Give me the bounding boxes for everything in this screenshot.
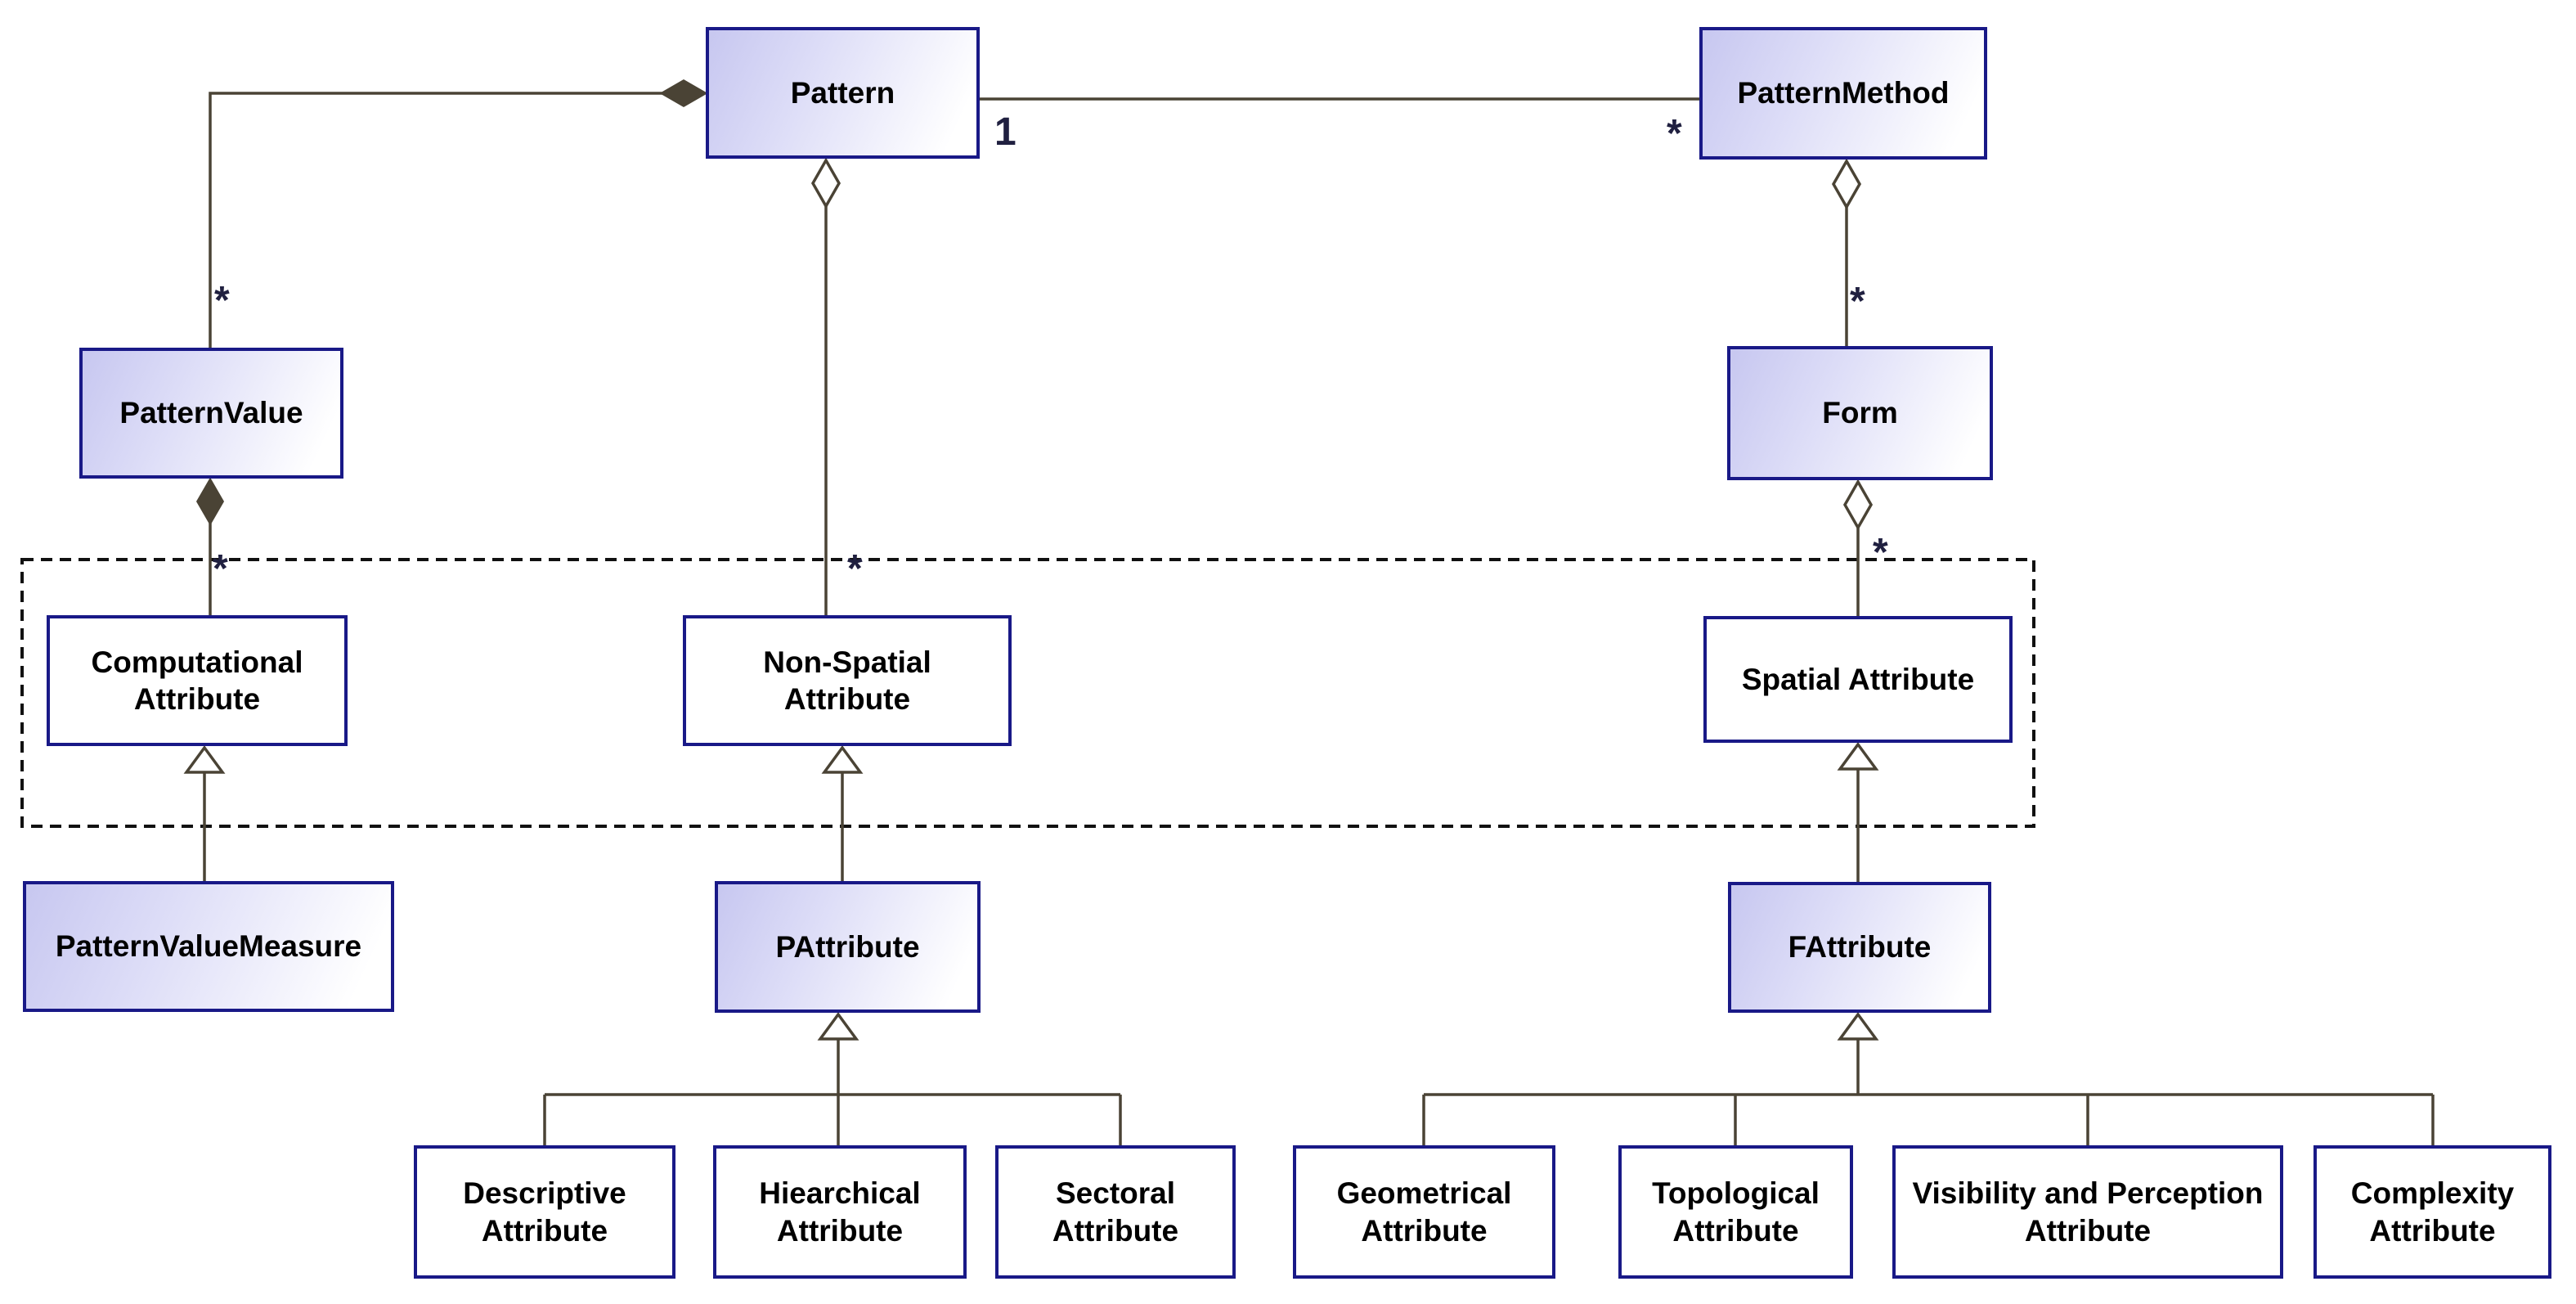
generalization-pattribute-nonspatial (821, 745, 864, 881)
aggregation-diamond-icon (810, 157, 841, 209)
class-box-patternvalue: PatternValue (79, 348, 343, 479)
class-name: Descriptive Attribute (463, 1176, 626, 1248)
class-box-spatial-attribute: Spatial Attribute (1703, 616, 2013, 743)
generalization-arrow-icon (817, 1012, 859, 1041)
class-name: FAttribute (1788, 930, 1932, 965)
composition-diamond-icon (659, 79, 708, 108)
class-box-complexity-attribute: Complexity Attribute (2313, 1145, 2551, 1279)
class-box-non-spatial-attribute: Non-Spatial Attribute (683, 615, 1012, 746)
class-name: Hiearchical Attribute (759, 1176, 921, 1248)
class-name: PAttribute (775, 929, 920, 964)
multiplicity-label: * (847, 547, 863, 591)
multiplicity-label: * (1850, 280, 1865, 323)
generalization-arrow-icon (1837, 742, 1879, 771)
composition-patternvalue-computational (195, 477, 225, 615)
class-name: Spatial Attribute (1741, 662, 1975, 696)
class-name: Computational Attribute (91, 645, 303, 716)
generalization-arrow-icon (183, 745, 226, 774)
class-box-form: Form (1727, 346, 1993, 480)
class-box-sectoral-attribute: Sectoral Attribute (995, 1145, 1236, 1279)
class-name: Sectoral Attribute (1052, 1176, 1179, 1248)
class-name: Topological Attribute (1652, 1176, 1820, 1248)
class-name: Form (1822, 396, 1898, 430)
class-name: Non-Spatial Attribute (763, 645, 931, 716)
aggregation-diamond-icon (1831, 158, 1862, 210)
class-name: Complexity Attribute (2350, 1176, 2515, 1248)
aggregation-patternmethod-form (1831, 158, 1862, 346)
multiplicity-label: * (214, 279, 230, 322)
class-name: PatternValue (119, 396, 303, 430)
class-box-fattribute: FAttribute (1728, 882, 1991, 1013)
class-name: Visibility and Perception Attribute (1912, 1176, 2264, 1248)
class-box-hiearchical-attribute: Hiearchical Attribute (713, 1145, 967, 1279)
composition-pattern-patternvalue (209, 79, 708, 348)
class-box-geometrical-attribute: Geometrical Attribute (1293, 1145, 1555, 1279)
class-name: PatternValueMeasure (55, 929, 362, 964)
composition-diamond-icon (195, 477, 225, 526)
class-name: PatternMethod (1737, 76, 1950, 110)
generalization-fattribute-spatial (1837, 742, 1879, 882)
generalization-tree-pattribute (543, 1012, 1122, 1145)
attribute-group-dashed-frame (20, 558, 2035, 828)
generalization-pvm-computational (183, 745, 226, 881)
class-box-descriptive-attribute: Descriptive Attribute (414, 1145, 675, 1279)
multiplicity-label: 1 (994, 110, 1016, 154)
class-name: Pattern (790, 75, 895, 110)
multiplicity-label: * (213, 547, 228, 591)
class-box-visibility-perception-attribute: Visibility and Perception Attribute (1892, 1145, 2283, 1279)
generalization-arrow-icon (821, 745, 864, 774)
class-box-patternvaluemeasure: PatternValueMeasure (23, 881, 394, 1012)
class-box-pattribute: PAttribute (715, 881, 981, 1013)
generalization-arrow-icon (1837, 1012, 1879, 1041)
aggregation-pattern-nonspatial (810, 157, 841, 615)
aggregation-diamond-icon (1842, 479, 1874, 531)
class-box-computational-attribute: Computational Attribute (47, 615, 348, 746)
class-box-topological-attribute: Topological Attribute (1618, 1145, 1853, 1279)
generalization-tree-fattribute (1422, 1012, 2435, 1145)
aggregation-form-spatial (1842, 479, 1874, 616)
class-box-patternmethod: PatternMethod (1699, 27, 1987, 160)
multiplicity-label: * (1667, 112, 1682, 155)
multiplicity-label: * (1873, 531, 1888, 574)
class-box-pattern: Pattern (706, 27, 980, 159)
class-name: Geometrical Attribute (1336, 1176, 1512, 1248)
